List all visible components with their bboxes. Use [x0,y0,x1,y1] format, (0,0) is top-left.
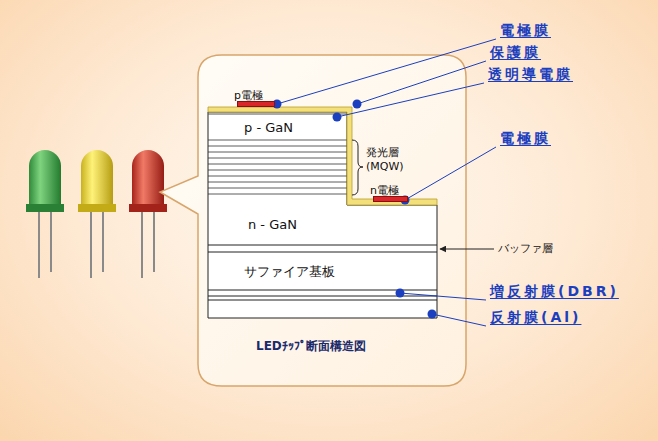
led-yellow [78,150,116,278]
p-electrode: p電極 [237,101,275,107]
figure-caption: LEDﾁｯﾌﾟ断面構造図 [256,338,366,355]
layer-note: バッファ層 [498,242,553,256]
leader-dots [273,100,437,319]
sapphire-substrate: サファイア基板 [208,253,437,290]
part-name: 電極膜 [500,21,551,39]
part-name: 透明導電膜 [488,65,573,83]
electrode-label: n電極 [370,184,399,197]
electrode-label: p電極 [234,89,263,102]
part-name: 電極膜 [500,129,551,147]
p-gan-layer: p - GaN [208,115,347,140]
leader-lines [277,39,496,326]
part-name: 反射膜(Al) [490,308,581,326]
part-name: 増反射膜(DBR) [490,282,619,300]
led-green [26,150,64,278]
protective-film [208,107,437,205]
led-chip [208,112,437,318]
led-red [129,150,167,278]
layer-label: サファイア基板 [244,264,335,280]
n-gan-layer: n - GaN [208,205,437,245]
callout-bubble [160,55,466,386]
n-electrode: n電極 [373,196,408,202]
mqw-bracket [352,140,363,195]
part-name: 保護膜 [490,43,541,61]
layer-label: p - GaN [244,120,293,136]
layer-label: n - GaN [248,217,297,233]
buffer-arrow [440,249,494,250]
layer-note: 発光層 (MQW) [366,146,424,175]
